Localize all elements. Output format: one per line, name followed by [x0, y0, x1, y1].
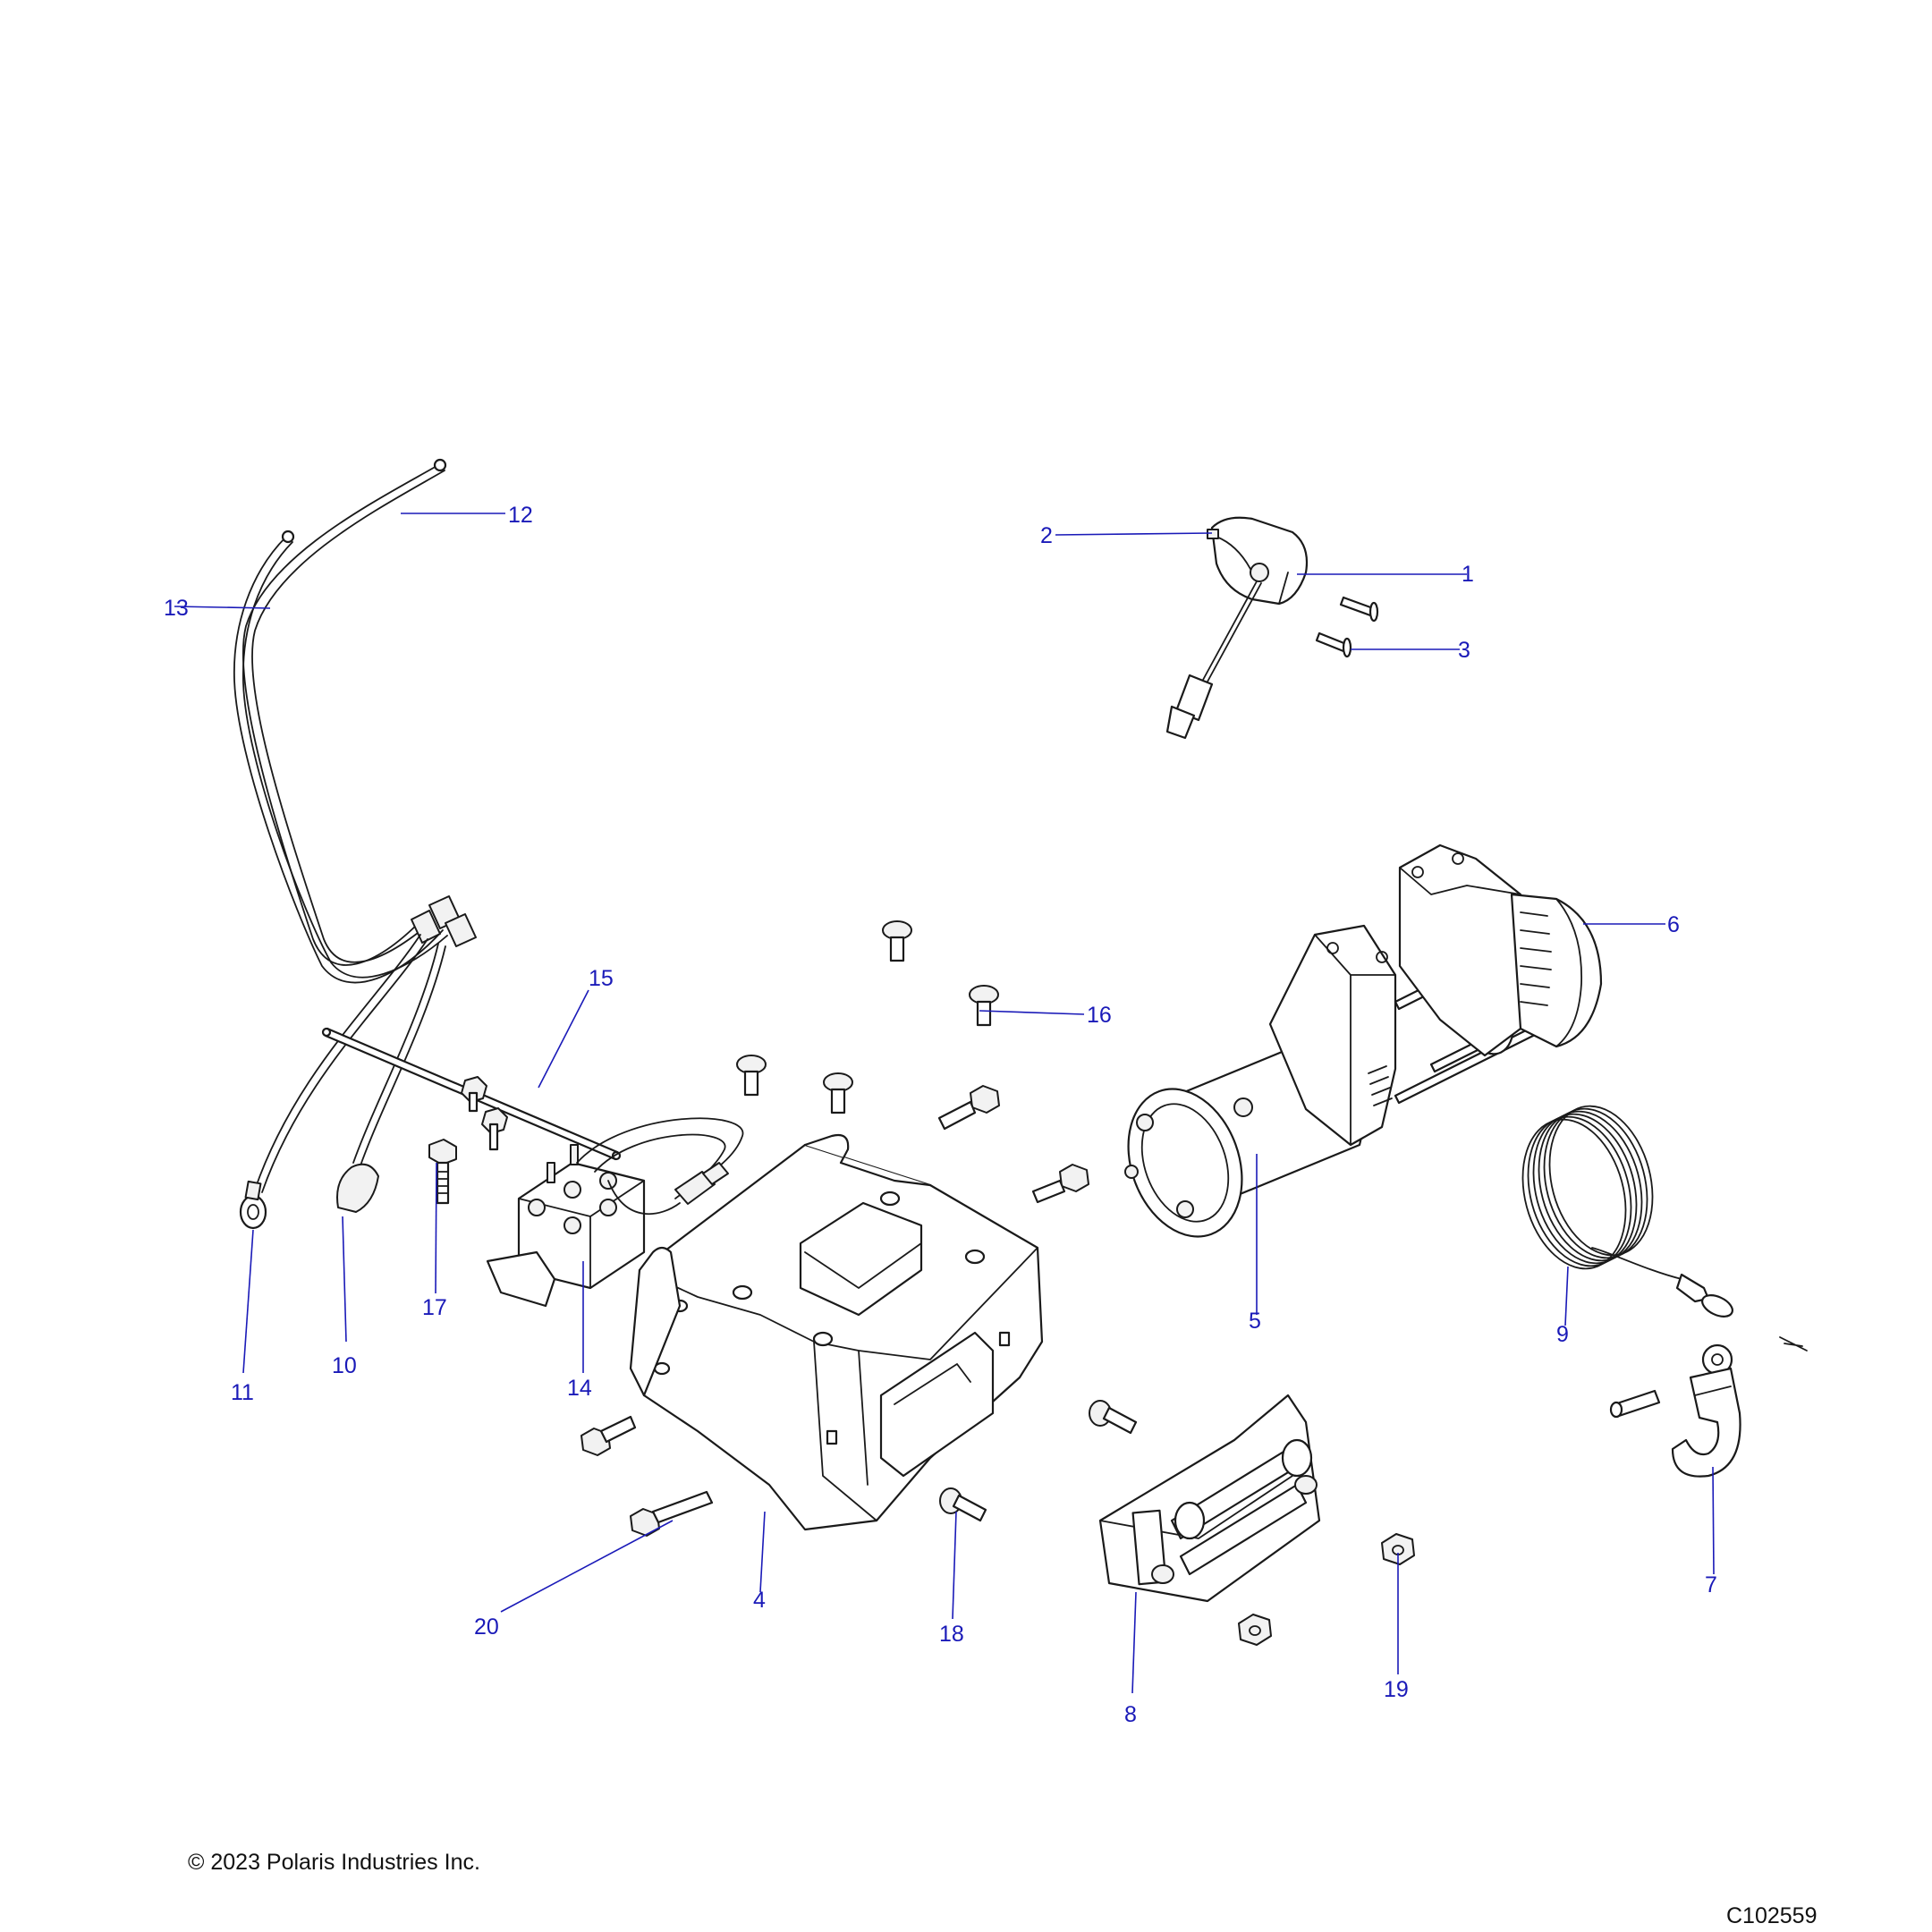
- bolt-18: [939, 1487, 987, 1522]
- cable-mount-bar: [321, 1027, 622, 1161]
- callout-19: 19: [1384, 1677, 1409, 1702]
- winch-assembly: [1124, 843, 1603, 1238]
- callout-numbers: 1 2 3 4 5 6 7 8 9 10 11 12 13 14 15 16 1…: [164, 503, 1717, 1727]
- nut-19: [1381, 1533, 1415, 1565]
- bolt: [937, 1085, 1000, 1131]
- bolt: [580, 1415, 637, 1456]
- bolt: [882, 920, 912, 962]
- callout-17: 17: [422, 1295, 447, 1320]
- drawing-id: C102559: [1726, 1903, 1818, 1928]
- callout-1: 1: [1462, 562, 1474, 587]
- callout-13: 13: [164, 596, 189, 621]
- callout-11: 11: [231, 1380, 254, 1405]
- bolt: [736, 1055, 767, 1097]
- bolt: [969, 985, 999, 1027]
- callout-15: 15: [589, 966, 614, 991]
- callout-10: 10: [332, 1353, 357, 1378]
- winch-mount-bracket: [629, 1133, 1044, 1531]
- callout-4: 4: [753, 1588, 766, 1613]
- copyright-notice: © 2023 Polaris Industries Inc.: [188, 1850, 480, 1875]
- callout-16: 16: [1087, 1003, 1112, 1028]
- winch-hook: [1609, 1343, 1741, 1478]
- winch-switch: [1165, 516, 1379, 740]
- callout-20: 20: [474, 1614, 499, 1640]
- callout-14: 14: [567, 1376, 592, 1401]
- contactor-relay: [486, 1117, 744, 1308]
- roller-fairlead: [1089, 1394, 1321, 1646]
- callout-6: 6: [1667, 912, 1680, 937]
- callout-8: 8: [1124, 1702, 1137, 1727]
- callout-12: 12: [508, 503, 533, 528]
- callout-18: 18: [939, 1622, 964, 1647]
- bolt-17: [428, 1139, 457, 1205]
- leader-lines: [174, 513, 1715, 1694]
- bolt: [823, 1072, 853, 1114]
- battery-cables: [233, 458, 477, 1230]
- callout-5: 5: [1249, 1309, 1261, 1334]
- callout-3: 3: [1458, 638, 1470, 663]
- callout-2: 2: [1040, 523, 1053, 548]
- winch-rope: [1521, 1105, 1808, 1352]
- bolt-20: [630, 1490, 714, 1537]
- bolts-16: [580, 920, 1089, 1456]
- bolt: [1031, 1164, 1089, 1204]
- callout-9: 9: [1556, 1322, 1569, 1347]
- callout-7: 7: [1705, 1572, 1717, 1597]
